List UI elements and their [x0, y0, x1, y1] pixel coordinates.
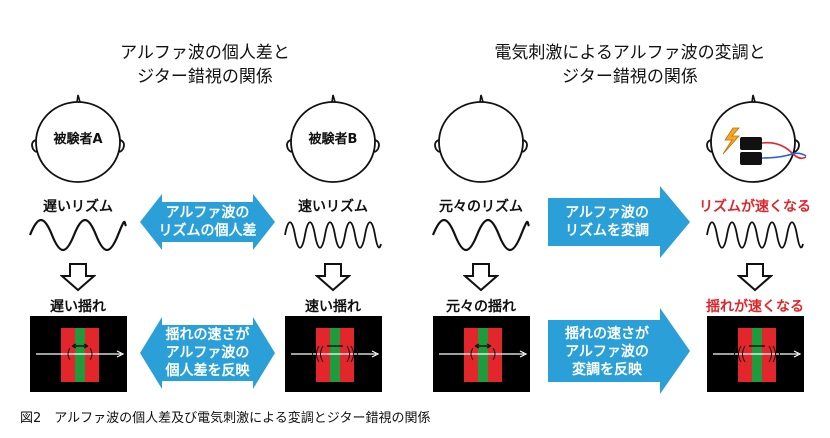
subject-b-label: 被験者B	[308, 132, 358, 147]
figure-caption: 図2 アルファ波の個人差及び電気刺激による変調とジター錯視の関係	[20, 411, 431, 426]
left-top-double-arrow	[140, 194, 275, 250]
lightning-icon	[722, 127, 740, 155]
original-rhythm-label: 元々のリズム	[439, 199, 523, 215]
down-arrow-icon	[737, 263, 773, 292]
stimulus-fast-jitter	[285, 316, 382, 392]
faster-rhythm-label: リズムが速くなる	[699, 199, 811, 215]
stimulus-slow-jitter	[30, 316, 127, 392]
left-top-arrow-text: アルファ波の リズムの個人差	[140, 204, 275, 240]
head-stimulated-icon	[706, 94, 807, 183]
original-jitter-label: 元々の揺れ	[446, 299, 516, 315]
fast-jitter-label: 速い揺れ	[305, 299, 361, 315]
right-bottom-arrow-line1: 揺れの速さが	[565, 326, 649, 342]
down-arrow-icon	[60, 263, 96, 292]
stimulus-original-jitter	[433, 316, 530, 392]
left-bottom-double-arrow	[140, 317, 275, 389]
slow-jitter-label: 遅い揺れ	[50, 299, 106, 315]
right-top-arrow-text: アルファ波の リズムを変調	[548, 204, 666, 240]
right-title-line1: 電気刺激によるアルファ波の変調と	[494, 43, 766, 63]
left-top-arrow-line2: リズムの個人差	[158, 223, 257, 239]
right-top-arrow-line1: アルファ波の	[565, 205, 649, 221]
left-title-line2: ジター錯視の関係	[137, 67, 273, 87]
fast-rhythm-label: 速いリズム	[298, 199, 368, 215]
right-bottom-arrow-text: 揺れの速さが アルファ波の 変調を反映	[548, 325, 666, 379]
fast-wave-icon	[284, 221, 382, 249]
right-bottom-arrow-line3: 変調を反映	[572, 362, 642, 378]
left-bottom-arrow-line1: 揺れの速さが	[165, 327, 250, 343]
left-title-line1: アルファ波の個人差と	[120, 43, 290, 63]
head-subject-b-icon	[286, 94, 380, 183]
subject-a-label: 被験者A	[53, 132, 103, 147]
head-original-icon	[434, 94, 528, 183]
right-bottom-arrow	[548, 308, 690, 394]
right-top-arrow-line2: リズムを変調	[565, 223, 649, 239]
left-bottom-arrow-text: 揺れの速さが アルファ波の 個人差を反映	[140, 326, 275, 380]
slow-rhythm-label: 遅いリズム	[43, 199, 113, 215]
right-title-line2: ジター錯視の関係	[562, 67, 698, 87]
faster-wave-icon	[706, 221, 804, 249]
stimulus-faster-jitter	[707, 316, 804, 392]
left-top-arrow-line1: アルファ波の	[165, 205, 250, 221]
slow-wave-icon	[28, 218, 127, 252]
left-bottom-arrow-line3: 個人差を反映	[165, 363, 250, 379]
original-wave-icon	[431, 218, 530, 252]
right-bottom-arrow-line2: アルファ波の	[565, 344, 649, 360]
down-arrow-icon	[315, 263, 351, 292]
faster-jitter-label: 揺れが速くなる	[706, 299, 804, 315]
left-bottom-arrow-line2: アルファ波の	[165, 345, 250, 361]
head-subject-a-icon	[31, 94, 125, 183]
down-arrow-icon	[463, 263, 499, 292]
right-top-arrow	[548, 186, 690, 258]
